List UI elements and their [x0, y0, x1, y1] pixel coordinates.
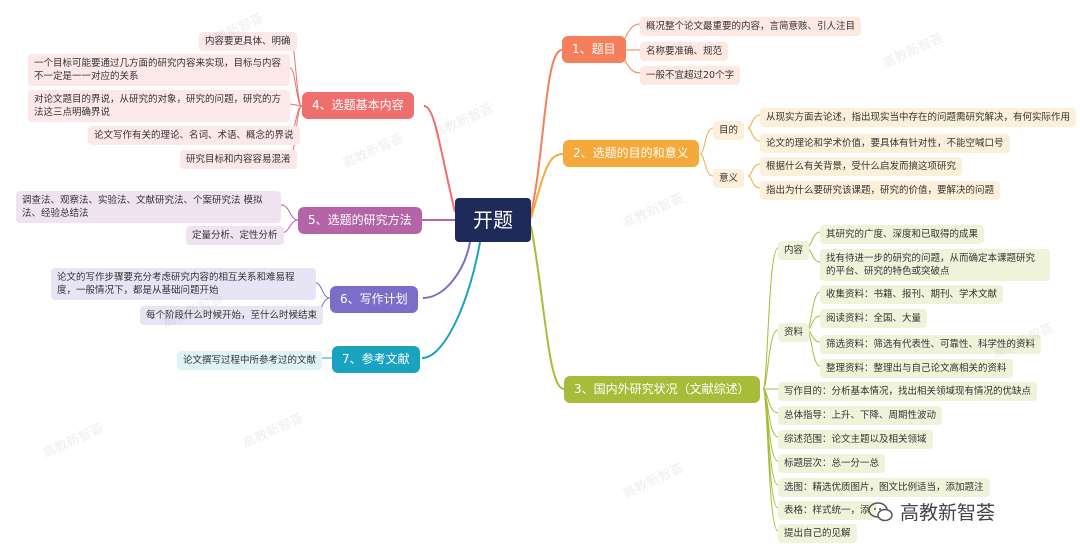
leaf-content-1[interactable]: 其研究的广度、深度和已取得的成果 — [820, 225, 985, 244]
leaf-basic-4[interactable]: 论文写作有关的理论、名词、术语、概念的界说 — [88, 126, 300, 145]
leaf-methods-1[interactable]: 调查法、观察法、实验法、文献研究法、个案研究法 模拟法、经验总结法 — [16, 191, 281, 223]
leaf-basic-2[interactable]: 一个目标可能要通过几方面的研究内容来实现，目标与内容不一定是一一对应的关系 — [28, 54, 290, 86]
branch-purpose-meaning[interactable]: 2、选题的目的和意义 — [563, 140, 699, 167]
branch-writing-plan[interactable]: 6、写作计划 — [330, 286, 418, 313]
branch-literature-review[interactable]: 3、国内外研究状况（文献综述） — [564, 376, 760, 403]
root-node[interactable]: 开题 — [455, 198, 531, 242]
leaf-purpose-2[interactable]: 论文的理论和学术价值，要具体有针对性，不能空喊口号 — [760, 134, 1010, 153]
leaf-content-2[interactable]: 找有待进一步的研究的问题，从而确定本课题研究的平台、研究的特色或突破点 — [820, 249, 1050, 281]
sub-content[interactable]: 内容 — [778, 241, 810, 260]
leaf-material-2[interactable]: 阅读资料：全国、大量 — [820, 309, 928, 328]
leaf-review-4[interactable]: 标题层次：总一分一总 — [778, 454, 886, 473]
branch-research-methods[interactable]: 5、选题的研究方法 — [298, 207, 422, 234]
leaf-material-3[interactable]: 筛选资料：筛选有代表性、可靠性、科学性的资料 — [820, 335, 1042, 354]
leaf-meaning-1[interactable]: 根据什么有关背景，受什么启发而搞这项研究 — [760, 157, 963, 176]
leaf-review-6[interactable]: 表格：样式统一，添 — [778, 501, 876, 520]
leaf-material-4[interactable]: 整理资料：整理出与自己论文高相关的资料 — [820, 359, 1013, 378]
sub-purpose[interactable]: 目的 — [713, 121, 745, 140]
branch-basic-content[interactable]: 4、选题基本内容 — [302, 92, 414, 119]
leaf-title-3[interactable]: 一般不宜超过20个字 — [640, 66, 741, 85]
branch-references[interactable]: 7、参考文献 — [332, 346, 420, 373]
leaf-meaning-2[interactable]: 指出为什么要研究该课题，研究的价值，要解决的问题 — [760, 181, 1001, 200]
leaf-material-1[interactable]: 收集资料：书籍、报刊、期刊、学术文献 — [820, 285, 1004, 304]
leaf-basic-1[interactable]: 内容要更具体、明确 — [199, 32, 297, 51]
brand-name: 高教新智荟 — [900, 502, 996, 524]
brand-logo: 高教新智荟 — [868, 498, 995, 525]
leaf-purpose-1[interactable]: 从现实方面去论述，指出现实当中存在的问题需研究解决，有何实际作用 — [760, 108, 1077, 127]
leaf-review-7[interactable]: 提出自己的见解 — [778, 524, 857, 543]
sub-material[interactable]: 资料 — [778, 323, 810, 342]
leaf-review-3[interactable]: 综述范围：论文主题以及相关领域 — [778, 430, 933, 449]
leaf-basic-5[interactable]: 研究目标和内容容易混淆 — [180, 150, 297, 169]
leaf-review-5[interactable]: 选图：精选优质图片，图文比例适当，添加题注 — [778, 478, 990, 497]
leaf-plan-2[interactable]: 每个阶段什么时候开始，至什么时候结束 — [140, 306, 324, 325]
leaf-methods-2[interactable]: 定量分析、定性分析 — [186, 226, 284, 245]
leaf-title-1[interactable]: 概况整个论文最重要的内容，言简意赅、引人注目 — [640, 17, 862, 36]
leaf-references-1[interactable]: 论文撰写过程中所参考过的文献 — [177, 351, 323, 370]
leaf-title-2[interactable]: 名称要准确、规范 — [640, 42, 729, 61]
leaf-plan-1[interactable]: 论文的写作步骤要充分考虑研究内容的相互关系和难易程度，一般情况下，都是从基础问题… — [51, 268, 316, 300]
branch-title[interactable]: 1、题目 — [562, 36, 626, 63]
wechat-icon — [868, 501, 893, 521]
leaf-review-1[interactable]: 写作目的：分析基本情况，找出相关领域现有情况的优缺点 — [778, 382, 1038, 401]
leaf-basic-3[interactable]: 对论文题目的界说，从研究的对象，研究的问题，研究的方法这三点明确界说 — [28, 90, 290, 122]
leaf-review-2[interactable]: 总体指导：上升、下降、周期性波动 — [778, 406, 943, 425]
sub-meaning[interactable]: 意义 — [713, 169, 745, 188]
